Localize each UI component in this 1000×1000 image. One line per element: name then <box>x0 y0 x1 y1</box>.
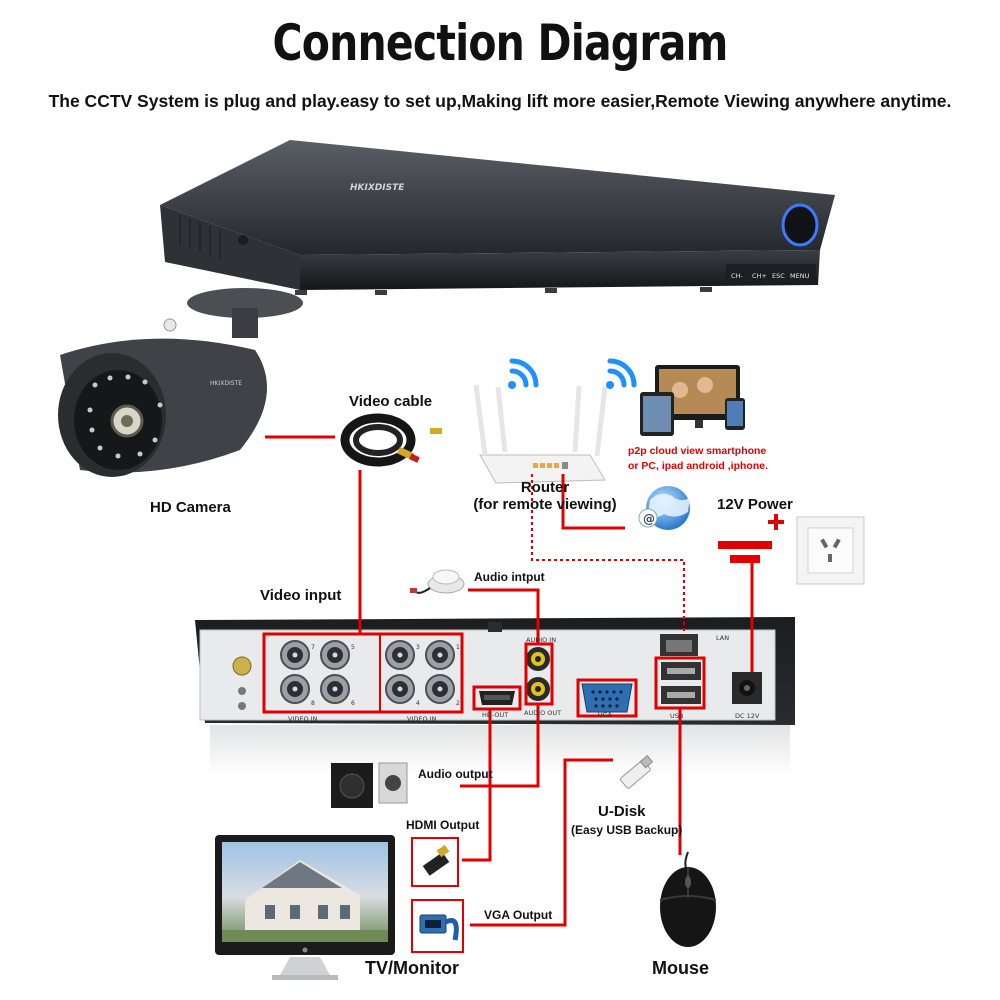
bnc-channel-number: 1 <box>456 644 460 651</box>
label-video-cable: Video cable <box>349 393 433 410</box>
port-label-vga: VGA <box>598 711 612 719</box>
video-cable-coil <box>340 413 442 467</box>
mouse-icon <box>659 851 717 947</box>
dvr-front-unit: HKIXDISTE CH- CH+ ESC MENU <box>160 140 835 295</box>
port-label-video-in-2: VIDEO IN <box>407 715 437 723</box>
label-video-input: Video input <box>260 587 342 604</box>
port-label-lan: LAN <box>716 634 729 642</box>
port-label-hd-out: HD-OUT <box>482 711 508 719</box>
dvr-btn-menu: MENU <box>790 272 810 280</box>
power-button-icon <box>781 203 819 247</box>
label-udisk-sub: (Easy USB Backup) <box>571 823 683 837</box>
label-audio-output: Audio output <box>418 767 493 781</box>
usb-drive-icon <box>619 755 654 789</box>
bnc-channel-number: 5 <box>351 644 355 651</box>
wifi-icon <box>508 358 539 389</box>
audio-in-jack <box>526 647 550 671</box>
bnc-connector-pin <box>397 686 403 692</box>
svg-text:@: @ <box>643 512 655 526</box>
dc-jack <box>732 672 762 704</box>
label-mouse: Mouse <box>652 958 710 978</box>
bnc-channel-number: 4 <box>416 700 420 707</box>
dvr-btn-ch-minus: CH- <box>731 272 743 280</box>
bnc-group-2: 3 1 4 2 <box>385 640 460 707</box>
bnc-channel-number: 8 <box>311 700 315 707</box>
label-router: Router <box>520 479 570 496</box>
p2p-note-line2: or PC, ipad android ,iphone. <box>628 460 769 472</box>
p2p-devices <box>640 365 745 436</box>
bnc-connector-pin <box>292 686 298 692</box>
dvr-btn-ch-plus: CH+ <box>752 272 767 280</box>
screw-icon <box>238 235 248 245</box>
bnc-channel-number: 6 <box>351 700 355 707</box>
usb-ports <box>661 662 701 704</box>
bnc-channel-number: 7 <box>311 644 315 651</box>
page-title: Connection Diagram <box>272 14 729 72</box>
lan-port <box>660 634 698 656</box>
speaker-icon <box>331 762 408 808</box>
vga-plug-icon <box>419 914 459 941</box>
vga-port <box>581 683 633 713</box>
label-router-sub: (for remote viewing) <box>473 496 617 513</box>
microphone-icon <box>410 569 465 594</box>
wifi-icon <box>606 358 637 389</box>
lan-dotted-link <box>531 474 685 632</box>
label-hd-camera: HD Camera <box>150 499 231 516</box>
label-tv-monitor: TV/Monitor <box>365 958 459 978</box>
dvr-brand: HKIXDISTE <box>350 183 405 193</box>
label-vga-output: VGA Output <box>484 908 553 922</box>
port-label-audio-in: AUDIO IN <box>526 636 556 644</box>
label-hdmi-output: HDMI Output <box>406 818 480 832</box>
power-outlet-icon <box>796 516 865 585</box>
bnc-channel-number: 3 <box>416 644 420 651</box>
page-subtitle: The CCTV System is plug and play.easy to… <box>48 91 952 111</box>
bnc-group-1: 7 5 8 6 <box>280 640 355 707</box>
tv-monitor <box>215 835 395 980</box>
hdmi-plug-icon <box>422 844 450 876</box>
bnc-connector-pin <box>292 652 298 658</box>
port-label-usb: USB <box>670 712 683 720</box>
hdmi-port <box>479 691 515 705</box>
dc-power-symbol <box>718 514 784 563</box>
port-label-video-in-1: VIDEO IN <box>288 715 318 723</box>
connection-wires <box>265 435 754 927</box>
bnc-connector-pin <box>332 652 338 658</box>
label-12v-power: 12V Power <box>717 496 793 513</box>
bnc-connector-pin <box>397 652 403 658</box>
bnc-connector-pin <box>437 652 443 658</box>
router-device <box>473 384 608 484</box>
dvr-btn-esc: ESC <box>772 272 785 280</box>
bnc-connector-pin <box>332 686 338 692</box>
port-label-audio-out: AUDIO OUT <box>524 709 561 717</box>
audio-out-jack <box>526 677 550 701</box>
globe-icon: @ <box>638 486 690 530</box>
bnc-channel-number: 2 <box>456 700 460 707</box>
p2p-note-line1: p2p cloud view smartphone <box>628 445 767 457</box>
camera-brand: HKIXDISTE <box>210 380 242 387</box>
hd-camera: HKIXDISTE <box>58 288 303 477</box>
label-udisk: U-Disk <box>598 803 646 820</box>
bnc-connector-pin <box>437 686 443 692</box>
label-audio-input: Audio intput <box>474 570 545 584</box>
port-label-dc: DC 12V <box>735 712 760 720</box>
